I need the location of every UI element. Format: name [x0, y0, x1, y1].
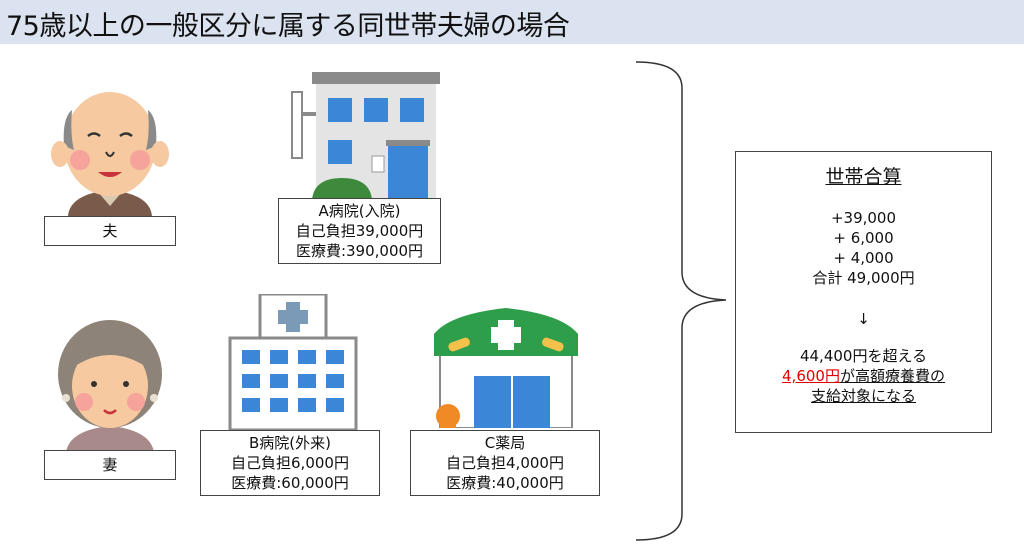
- hospital-a-copay: 自己負担39,000円: [295, 222, 424, 240]
- hospital-b-illustration: [228, 294, 358, 430]
- summary-line: +39,000: [830, 209, 897, 227]
- highlight-amount: 4,600円: [782, 367, 840, 385]
- hospital-a-illustration: [291, 72, 440, 200]
- curly-brace: [635, 61, 727, 541]
- summary-lines: +39,000 + 6,000 + 4,000 合計 49,000円: [736, 208, 991, 288]
- result-line-2: 4,600円が高額療養費の: [782, 367, 945, 385]
- summary-line: + 6,000: [833, 229, 894, 247]
- husband-label: 夫: [44, 216, 176, 246]
- summary-line: + 4,000: [833, 249, 894, 267]
- hospital-b-copay: 自己負担6,000円: [231, 454, 349, 472]
- pharmacy-c-illustration: [434, 308, 578, 428]
- husband-illustration: [51, 92, 169, 216]
- summary-total: 合計 49,000円: [812, 269, 915, 287]
- hospital-a-name: A病院(入院): [318, 202, 401, 220]
- result-line-3: 支給対象になる: [810, 387, 916, 405]
- pharmacy-c-copay: 自己負担4,000円: [446, 454, 564, 472]
- result-line-1: 44,400円を超える: [799, 347, 928, 365]
- hospital-b-cost: 医療費:60,000円: [231, 474, 349, 492]
- household-total-box: 世帯合算 +39,000 + 6,000 + 4,000 合計 49,000円 …: [735, 151, 992, 433]
- page-title: 75歳以上の一般区分に属する同世帯夫婦の場合: [6, 11, 570, 42]
- hospital-b-name: B病院(外来): [249, 434, 331, 452]
- wife-illustration: [58, 320, 162, 452]
- title-bar: 75歳以上の一般区分に属する同世帯夫婦の場合: [0, 0, 1024, 44]
- summary-title: 世帯合算: [825, 166, 902, 188]
- pharmacy-c-cost: 医療費:40,000円: [446, 474, 564, 492]
- wife-label: 妻: [44, 450, 176, 480]
- down-arrow-icon: ↓: [857, 310, 870, 328]
- hospital-b-box: B病院(外来) 自己負担6,000円 医療費:60,000円: [200, 430, 380, 496]
- summary-result: 44,400円を超える 4,600円が高額療養費の 支給対象になる: [736, 346, 991, 406]
- hospital-a-cost: 医療費:390,000円: [295, 242, 424, 260]
- hospital-a-box: A病院(入院) 自己負担39,000円 医療費:390,000円: [278, 198, 441, 264]
- pharmacy-c-box: C薬局 自己負担4,000円 医療費:40,000円: [410, 430, 600, 496]
- pharmacy-c-name: C薬局: [484, 434, 526, 452]
